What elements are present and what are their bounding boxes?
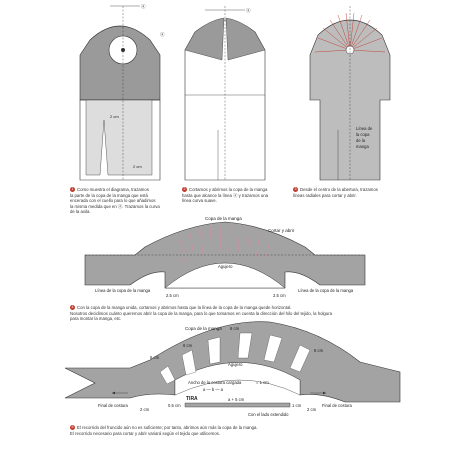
fig5-label-cm-left2: 6 cm <box>150 355 160 360</box>
step2-number: 2 <box>182 187 187 193</box>
figure-4: Copa de la manga Cortar y abrir Agujero … <box>84 216 366 298</box>
fig4-label-cm-right: 2.5 cm <box>273 293 286 298</box>
caption-step2-line-3: línea curva suave. <box>182 198 217 204</box>
fig1-label-2cm-upper: 2 cm <box>110 114 119 119</box>
caption-step5-line-2: El recorrido necesario para cortar y abr… <box>70 430 220 436</box>
svg-text:Línea de la copa d: Línea de la copa de la manga <box>356 126 373 149</box>
caption-step1-line-3: encerada con el cuello para lo que añadi… <box>70 198 156 204</box>
figure-3: Línea de la copa de la manga <box>309 6 391 181</box>
fig4-label-copa: Copa de la manga <box>205 216 242 221</box>
fig5-label-1cm: 1 cm <box>292 403 302 408</box>
fig3-side-label-4: manga <box>356 144 369 149</box>
figure-2: ⓐ <box>184 6 266 181</box>
step5-number: 5 <box>70 425 75 431</box>
fig3-side-label-1: Línea de <box>356 126 373 131</box>
fig5-label-tira: TIRA <box>186 396 198 402</box>
step3-number: 3 <box>293 187 298 193</box>
fig5-label-agujero: Agujero <box>228 362 243 367</box>
fig3-side-label-2: la copa <box>356 132 370 137</box>
fig5-label-cm-right: 6 cm <box>314 348 324 353</box>
fig5-label-ancho: Ancho de la costura cargada <box>188 380 242 385</box>
caption-step4-line-1: Con la copa de la manga unida, cortamos … <box>77 305 292 310</box>
caption-step4-line-2: Nosotros decidimos cuánto queremos abrir… <box>70 310 333 316</box>
caption-step4-line-3: para montar la manga, etc. <box>70 316 122 322</box>
caption-step1-line-4: la misma medida que en ⓐ. Trazamos la cu… <box>70 203 160 209</box>
fig5-label-05cm: 0.5 cm <box>168 403 181 408</box>
fig5-label-abc: a — b — a <box>203 387 224 392</box>
fig5-label-lado: Con el lado extendido <box>248 412 289 417</box>
fig5-label-2cm-left: 2 cm <box>140 407 150 412</box>
caption-step3-line-2: líneas radiales para cortar y abrir. <box>293 192 357 198</box>
fig5-label-copa: Copa de la manga <box>185 326 222 331</box>
caption-step1-line-2: la parte de la copa de la manga que está <box>70 192 148 198</box>
fig5-label-2cm-right: 2 cm <box>307 407 317 412</box>
fig3-side-label-3: de la <box>356 138 366 143</box>
fig1-label-a-top: ⓐ <box>141 3 146 10</box>
fig5-label-final-right: Final de costura <box>322 403 352 408</box>
figure-1: ⓐ ⓐ 2 cm 2 cm <box>79 3 165 181</box>
caption-step3-line-1: Desde el centro de la abertura, trazamos <box>300 187 378 192</box>
fig5-label-cm-left1: 6 cm <box>183 343 193 348</box>
fig5-label-1cm-eq: = 1 cm <box>256 380 269 385</box>
fig4-label-cm-left: 2.5 cm <box>166 293 179 298</box>
fig5-label-final-left: Final de costura <box>98 403 128 408</box>
fig1-label-2cm-lower: 2 cm <box>133 164 142 169</box>
step1-number: 1 <box>70 187 75 193</box>
caption-step2-line-1: Cortamos y abrimos la copa de la manga <box>189 187 268 192</box>
fig4-label-linea-left: Línea de la copa de la manga <box>95 288 151 293</box>
fig4-label-cortar: Cortar y abrir <box>268 228 295 233</box>
caption-step1-line-1: Como muestra el diagrama, trazamos <box>77 187 149 192</box>
step4-number: 4 <box>70 305 75 311</box>
caption-step5-line-1: El recorrido del fruncido aún no es sufi… <box>77 425 258 430</box>
fig4-label-agujero: Agujero <box>218 264 233 269</box>
fig5-label-cm-top: 6 cm <box>230 326 240 331</box>
caption-step2-line-2: hasta que alcance la línea ⓐ y trazamos … <box>182 192 268 198</box>
caption-step1-line-5: de la axila. <box>70 209 91 215</box>
fig2-label-a: ⓐ <box>246 7 251 14</box>
fig1-label-a-side: ⓐ <box>160 31 165 38</box>
fig5-label-a-5cm: a + 5 cm <box>228 397 245 402</box>
figure-5: Copa de la manga 6 cm 6 cm 6 cm 6 cm Agu… <box>64 321 401 417</box>
fig4-label-linea-right: Línea de la copa de la manga <box>298 288 354 293</box>
